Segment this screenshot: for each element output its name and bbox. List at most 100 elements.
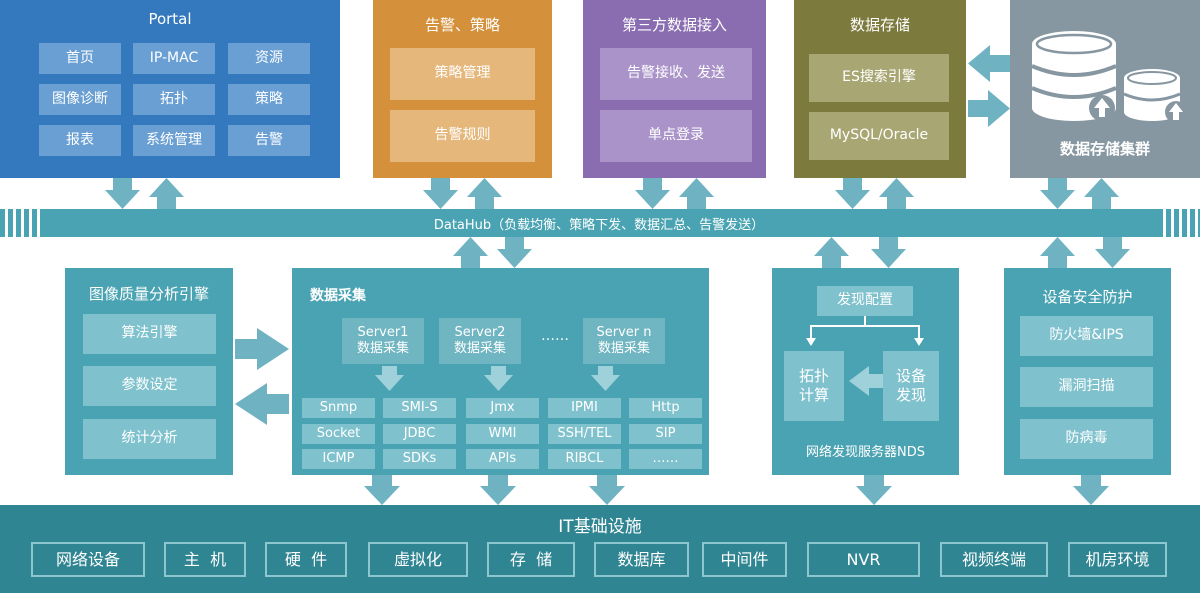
protocol-socket[interactable]: Socket: [302, 424, 375, 444]
image-quality-engine-panel: 图像质量分析引擎 算法引擎 参数设定 统计分析: [65, 268, 233, 475]
arrow-down-cluster: [1040, 178, 1075, 209]
alarm-rules-button[interactable]: 告警规则: [390, 110, 535, 162]
portal-item-image-diagnosis[interactable]: 图像诊断: [39, 84, 121, 115]
arrowhead-to-device: [914, 338, 924, 346]
servern-collector[interactable]: Server n 数据采集: [583, 318, 665, 364]
portal-panel: Portal 首页 IP-MAC 资源 图像诊断 拓扑 策略 报表 系统管理 告…: [0, 0, 340, 178]
arrow-up-storage: [879, 178, 914, 209]
it-middleware[interactable]: 中间件: [702, 542, 787, 577]
parameter-setting-button[interactable]: 参数设定: [83, 366, 216, 406]
arrow-up-third: [679, 178, 714, 209]
arrow-down-security: [1095, 237, 1130, 268]
statistical-analysis-button[interactable]: 统计分析: [83, 419, 216, 459]
server2-label: 数据采集: [453, 341, 506, 356]
it-hardware[interactable]: 硬 件: [265, 542, 347, 577]
firewall-ips-button[interactable]: 防火墙&IPS: [1020, 316, 1153, 356]
portal-item-alarm[interactable]: 告警: [228, 125, 310, 156]
protocol-ssh-tel[interactable]: SSH/TEL: [548, 424, 621, 444]
arrow-down-it-security: [1073, 475, 1109, 505]
protocol-jdbc[interactable]: JDBC: [383, 424, 456, 444]
protocol-icmp[interactable]: ICMP: [302, 449, 375, 469]
datahub-stripes-right: [1158, 209, 1200, 237]
portal-item-report[interactable]: 报表: [39, 125, 121, 156]
arrow-down-it-3: [589, 475, 625, 505]
algorithm-engine-button[interactable]: 算法引擎: [83, 314, 216, 354]
arrow-right-image-to-collect: [235, 328, 289, 370]
server1-collector[interactable]: Server1 数据采集: [342, 318, 424, 364]
server2-name: Server2: [454, 324, 506, 340]
data-storage-cluster-title: 数据存储集群: [1059, 140, 1150, 158]
nds-label: 网络发现服务器NDS: [806, 445, 925, 460]
it-host[interactable]: 主 机: [164, 542, 246, 577]
it-database[interactable]: 数据库: [594, 542, 689, 577]
data-storage-panel: 数据存储 ES搜索引擎 MySQL/Oracle: [794, 0, 966, 178]
es-search-engine-button[interactable]: ES搜索引擎: [809, 54, 949, 102]
it-nvr[interactable]: NVR: [807, 542, 920, 577]
arrow-down-it-1: [364, 475, 400, 505]
third-party-title: 第三方数据接入: [621, 16, 727, 34]
server2-collector[interactable]: Server2 数据采集: [439, 318, 521, 364]
protocol-snmp[interactable]: Snmp: [302, 398, 375, 418]
it-network-device[interactable]: 网络设备: [31, 542, 145, 577]
alarm-receive-send-button[interactable]: 告警接收、发送: [600, 48, 752, 100]
antivirus-button[interactable]: 防病毒: [1020, 419, 1153, 459]
portal-item-resource[interactable]: 资源: [228, 43, 310, 74]
protocol-more[interactable]: ……: [629, 449, 702, 469]
data-collection-title: 数据采集: [310, 288, 366, 304]
arrow-down-storage: [835, 178, 870, 209]
it-video-terminal[interactable]: 视频终端: [940, 542, 1048, 577]
arrow-right-storage-to-cluster: [968, 90, 1010, 127]
protocol-ribcl[interactable]: RIBCL: [548, 449, 621, 469]
arrow-up-security: [1040, 237, 1075, 268]
device-discovery-button[interactable]: 设备 发现: [883, 351, 939, 421]
device-discovery-line1: 设备: [895, 367, 926, 386]
policy-management-button[interactable]: 策略管理: [390, 48, 535, 100]
portal-item-home[interactable]: 首页: [39, 43, 121, 74]
arrow-down-portal: [105, 178, 140, 209]
topology-compute-line1: 拓扑: [798, 367, 829, 386]
server1-name: Server1: [357, 324, 409, 340]
protocol-http[interactable]: Http: [629, 398, 702, 418]
protocol-wmi[interactable]: WMI: [466, 424, 539, 444]
alarm-policy-title: 告警、策略: [424, 16, 500, 34]
device-security-title: 设备安全防护: [1042, 288, 1133, 306]
portal-title: Portal: [148, 10, 192, 28]
server1-label: 数据采集: [356, 341, 409, 356]
protocol-sip[interactable]: SIP: [629, 424, 702, 444]
protocol-ipmi[interactable]: IPMI: [548, 398, 621, 418]
portal-item-system-management[interactable]: 系统管理: [133, 125, 215, 156]
arrow-up-collect: [453, 237, 488, 268]
arrow-up-nds: [814, 237, 849, 268]
data-storage-title: 数据存储: [849, 16, 910, 34]
arrow-down-third: [635, 178, 670, 209]
data-collection-panel: 数据采集 Server1 数据采集 Server2 数据采集 …… Server…: [292, 268, 709, 475]
mysql-oracle-button[interactable]: MySQL/Oracle: [809, 112, 949, 160]
vulnerability-scan-button[interactable]: 漏洞扫描: [1020, 367, 1153, 407]
portal-item-policy[interactable]: 策略: [228, 84, 310, 115]
data-storage-cluster-panel: 数据存储集群: [1010, 0, 1200, 178]
protocol-jmx[interactable]: Jmx: [466, 398, 539, 418]
protocol-apis[interactable]: APIs: [466, 449, 539, 469]
protocol-sdks[interactable]: SDKs: [383, 449, 456, 469]
arrow-down-alarm: [423, 178, 458, 209]
arrowhead-to-topo: [806, 338, 816, 346]
single-sign-on-button[interactable]: 单点登录: [600, 110, 752, 162]
arrow-down-server1: [375, 366, 404, 391]
servern-name: Server n: [596, 324, 652, 340]
device-discovery-line2: 发现: [895, 386, 926, 404]
arrow-up-portal: [149, 178, 184, 209]
nds-config-connector: [810, 316, 920, 340]
it-storage[interactable]: 存 储: [487, 542, 575, 577]
topology-compute-button[interactable]: 拓扑 计算: [784, 351, 844, 421]
portal-item-topology[interactable]: 拓扑: [133, 84, 215, 115]
it-machine-room[interactable]: 机房环境: [1068, 542, 1167, 577]
discovery-config-button[interactable]: 发现配置: [817, 286, 913, 316]
third-party-panel: 第三方数据接入 告警接收、发送 单点登录: [583, 0, 766, 178]
arrow-down-it-nds: [856, 475, 892, 505]
device-security-panel: 设备安全防护 防火墙&IPS 漏洞扫描 防病毒: [1004, 268, 1171, 475]
portal-item-ipmac[interactable]: IP-MAC: [133, 43, 215, 74]
it-virtualization[interactable]: 虚拟化: [368, 542, 468, 577]
arrow-down-it-2: [480, 475, 516, 505]
protocol-smi-s[interactable]: SMI-S: [383, 398, 456, 418]
